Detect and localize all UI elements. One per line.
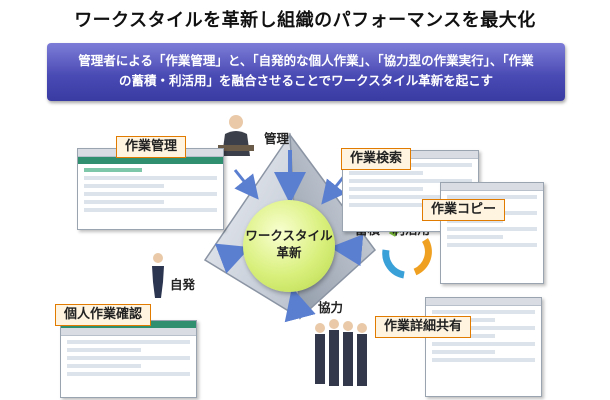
- arrow-from-right: [330, 234, 364, 267]
- arrow-from-bottom: [284, 287, 316, 323]
- center-text-line-2: 革新: [276, 245, 302, 260]
- panel-task-management: 作業管理: [116, 136, 187, 158]
- summary-banner: 管理者による「作業管理」と、「自発的な個人作業」、「協力型の作業実行」、「作業 …: [47, 43, 565, 101]
- center-text-line-1: ワークスタイル: [245, 228, 333, 243]
- banner-line-1: 管理者による「作業管理」と、「自発的な個人作業」、「協力型の作業実行」、「作業: [78, 53, 534, 68]
- panel-task-copy: 作業コピー: [422, 199, 506, 221]
- person-icon: [152, 253, 164, 298]
- banner-line-2: の蓄積・利活用」を融合させることでワークスタイル革新を起こす: [118, 73, 493, 88]
- page-title: ワークスタイルを革新し組織のパフォーマンスを最大化: [74, 10, 536, 31]
- personal-task-check-screenshot: [60, 320, 197, 398]
- panel-personal-task-check: 個人作業確認: [55, 304, 152, 326]
- panel-task-search: 作業検索: [341, 148, 412, 170]
- task-copy-screenshot: [440, 182, 544, 284]
- arrow-right-diag: [321, 174, 347, 205]
- group-of-people-icon: [315, 319, 367, 386]
- arrow-left-diag: [233, 169, 259, 200]
- label-cooperation: 協力: [318, 300, 344, 315]
- arrow-from-left: [214, 243, 251, 274]
- center-circle: ワークスタイル 革新: [243, 200, 335, 292]
- task-management-screenshot: [77, 148, 224, 230]
- businessman-icon: [218, 115, 254, 156]
- task-detail-share-screenshot: [425, 297, 542, 397]
- label-management: 管理: [264, 131, 290, 146]
- panel-task-detail-share: 作業詳細共有: [375, 316, 472, 338]
- label-initiative: 自発: [170, 277, 196, 292]
